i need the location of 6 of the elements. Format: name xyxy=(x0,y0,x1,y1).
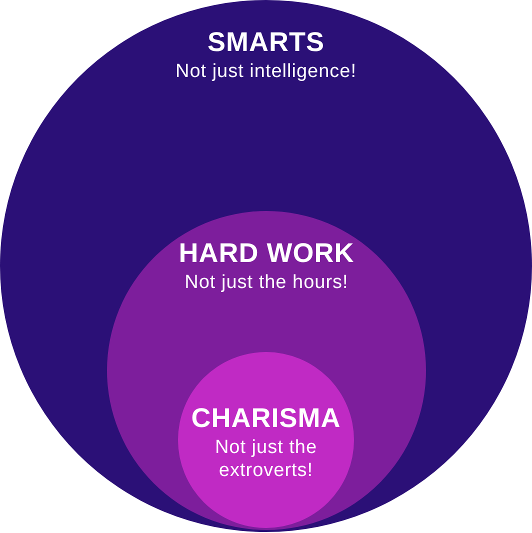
circle-subtitle: Not just the extroverts! xyxy=(214,436,318,482)
circle-subtitle: Not just intelligence! xyxy=(175,60,357,83)
circle-heading: SMARTS xyxy=(208,27,324,57)
circle-heading: HARD WORK xyxy=(178,238,354,268)
circle-heading: CHARISMA xyxy=(191,403,341,433)
circle-subtitle: Not just the hours! xyxy=(184,271,348,294)
